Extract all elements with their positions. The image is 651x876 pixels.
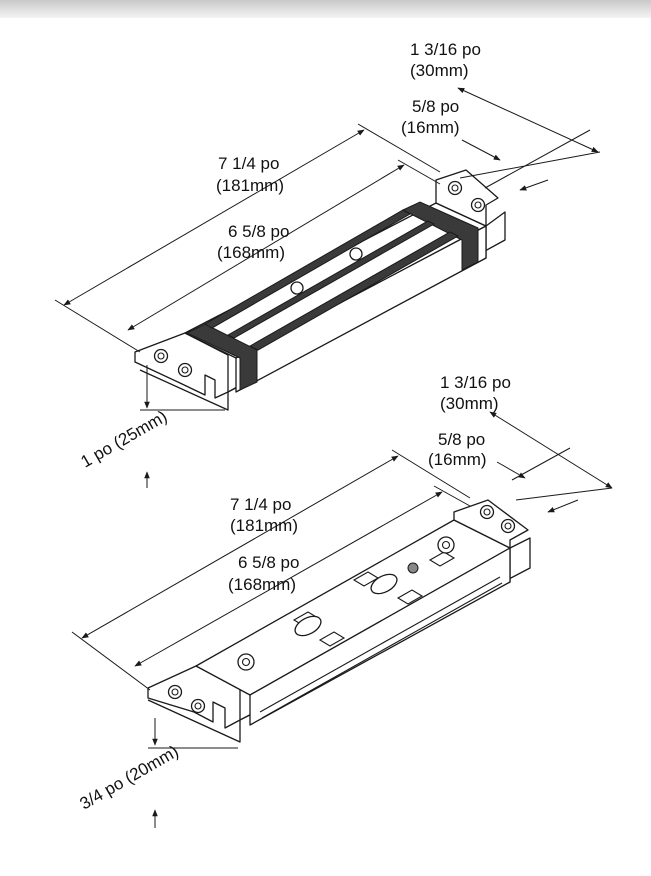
- top-dimension-lines: [54, 87, 601, 488]
- top-depth-inner-label: 5/8 po: [412, 97, 459, 116]
- bottom-width-inner-label: 6 5/8 po: [238, 553, 299, 572]
- bottom-screw-hole-2: [190, 698, 206, 714]
- bottom-depth-inner-label: 5/8 po: [438, 430, 485, 449]
- top-screw-hole-1-inner: [157, 352, 165, 360]
- bottom-width-main-label: 7 1/4 po: [230, 495, 291, 514]
- bottom-depth-outer-mm-label: (30mm): [440, 394, 499, 413]
- bottom-depth-inner-mm-label: (16mm): [428, 450, 487, 469]
- bottom-dimension-lines: [71, 411, 613, 828]
- top-coil-right-band: [401, 201, 479, 271]
- top-depth-outer-mm-label: (30mm): [410, 61, 469, 80]
- bottom-depth-outer-label: 1 3/16 po: [440, 373, 511, 392]
- top-screw-hole-2-inner: [181, 366, 189, 374]
- top-depth-inner-mm-label: (16mm): [401, 118, 460, 137]
- bottom-plate-drawing: [147, 499, 531, 743]
- top-width-inner-label: 6 5/8 po: [228, 222, 289, 241]
- top-screw-hole-4-inner: [474, 201, 482, 209]
- bottom-height-label: 3/4 po (20mm): [77, 742, 182, 814]
- bottom-screw-hole-4: [500, 518, 516, 534]
- top-screw-hole-3-inner: [451, 184, 459, 192]
- top-width-main-mm-label: (181mm): [216, 176, 284, 195]
- top-depth-outer-label: 1 3/16 po: [410, 40, 481, 59]
- top-mount-hole-2: [349, 247, 363, 261]
- top-width-main-label: 7 1/4 po: [218, 154, 279, 173]
- bottom-screw-hole-3: [479, 504, 495, 520]
- bottom-pin-hole-2: [437, 536, 455, 554]
- bottom-width-main-mm-label: (181mm): [230, 516, 298, 535]
- top-screw-hole-4: [470, 197, 486, 213]
- bottom-width-inner-mm-label: (168mm): [228, 575, 296, 594]
- bottom-pin-hole-1: [237, 653, 255, 671]
- top-screw-hole-1: [153, 348, 169, 364]
- bottom-center-pin: [407, 562, 419, 574]
- top-height-label: 1 po (25mm): [78, 407, 171, 472]
- top-mount-hole-1: [290, 281, 304, 295]
- top-width-inner-mm-label: (168mm): [217, 243, 285, 262]
- bottom-right-plate: [453, 499, 529, 549]
- bottom-screw-hole-1: [167, 684, 183, 700]
- top-screw-hole-3: [447, 180, 463, 196]
- top-screw-hole-2: [177, 362, 193, 378]
- top-gradient-bar: [0, 0, 651, 18]
